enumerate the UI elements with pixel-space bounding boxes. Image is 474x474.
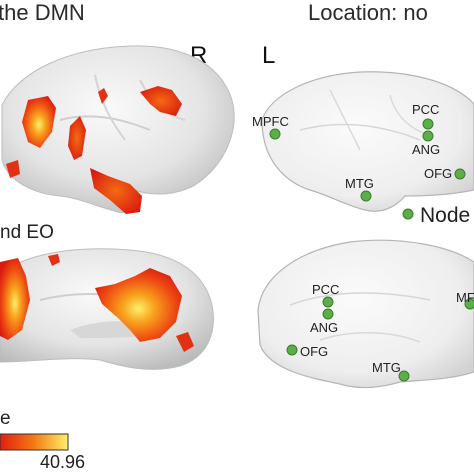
activation-cluster	[48, 254, 60, 266]
activation-cluster	[95, 268, 182, 342]
node-brain-lateral	[261, 71, 474, 212]
node-label-pcc-medial: PCC	[312, 282, 339, 297]
legend-node-icon	[402, 208, 414, 220]
node-marker	[464, 298, 474, 310]
node-marker-group-medial	[286, 296, 474, 382]
activation-brain-medial	[0, 248, 214, 370]
left-panel-title: the DMN	[0, 0, 85, 25]
node-brain-medial	[257, 239, 474, 389]
activation-cluster	[22, 96, 56, 148]
node-label-ofg: OFG	[424, 166, 452, 181]
node-marker	[269, 128, 281, 140]
node-label-mf-medial: MF	[456, 290, 474, 305]
condition-label: nd EO	[0, 222, 54, 243]
activation-cluster	[68, 116, 86, 160]
node-marker	[422, 118, 434, 130]
node-label-ang-medial: ANG	[310, 320, 338, 335]
node-marker	[360, 190, 372, 202]
node-label-mtg-medial: MTG	[372, 360, 401, 375]
node-marker	[398, 370, 410, 382]
node-marker	[454, 168, 466, 180]
activation-cluster	[140, 86, 182, 116]
activation-cluster	[90, 168, 142, 214]
node-label-ang: ANG	[412, 142, 440, 157]
node-marker	[286, 344, 298, 356]
colorbar-title: e	[0, 408, 11, 429]
node-label-ofg-medial: OFG	[300, 344, 328, 359]
node-label-mtg: MTG	[345, 176, 374, 191]
legend-node-label: Node	[420, 204, 470, 227]
node-marker	[422, 130, 434, 142]
node-label-pcc: PCC	[412, 102, 439, 117]
colorbar	[0, 433, 69, 451]
node-marker-group-lateral	[269, 118, 466, 202]
activation-cluster	[176, 332, 194, 352]
activation-cluster	[98, 88, 108, 104]
activation-cluster	[6, 160, 20, 178]
activation-brain-lateral	[1, 45, 235, 214]
left-hemisphere-label: L	[262, 42, 276, 69]
right-panel-title: Location: no	[308, 0, 428, 25]
node-label-mpfc: MPFC	[252, 114, 289, 129]
colorbar-max-label: 40.96	[40, 452, 86, 472]
node-marker	[322, 308, 334, 320]
node-marker	[322, 296, 334, 308]
activation-cluster	[0, 258, 30, 340]
